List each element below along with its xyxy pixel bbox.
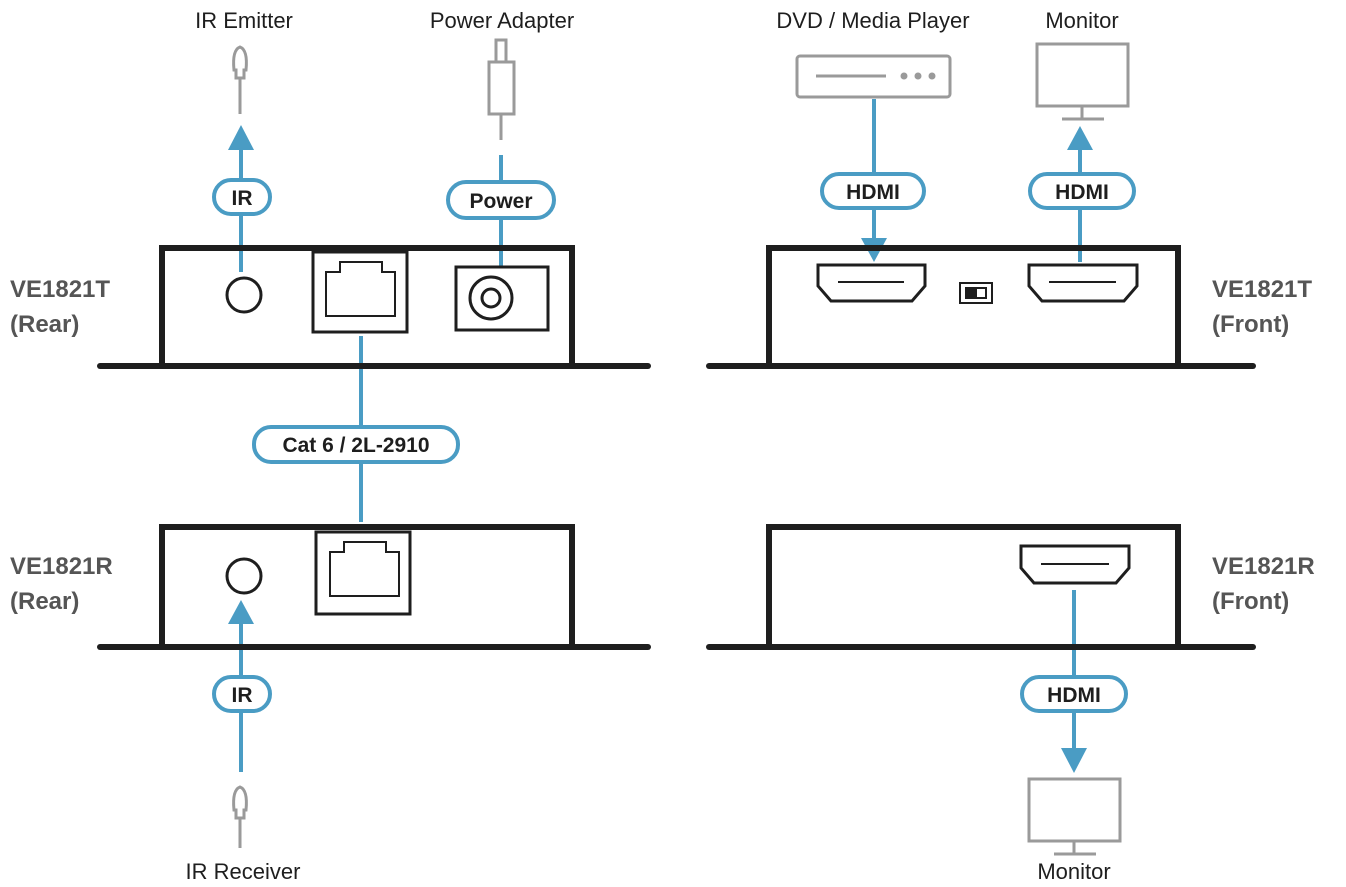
power-pill-text: Power — [469, 190, 532, 213]
ir-receiver-icon — [232, 785, 248, 848]
ve1821t-front-model: VE1821T — [1212, 276, 1312, 303]
hdmi-out-top-pill-text: HDMI — [1055, 181, 1109, 204]
monitor-top-label: Monitor — [1045, 8, 1118, 33]
monitor-bottom-label: Monitor — [1037, 859, 1110, 884]
ve1821t-front-side: (Front) — [1212, 311, 1289, 338]
ir-receiver-label: IR Receiver — [186, 859, 301, 884]
cat6-pill-text: Cat 6 / 2L-2910 — [282, 434, 429, 457]
monitor-bottom-icon — [1027, 777, 1122, 856]
ir-emitter-icon — [232, 45, 248, 114]
ve1821r-front-model: VE1821R — [1212, 553, 1315, 580]
dvd-player-label: DVD / Media Player — [776, 8, 969, 33]
ir-bottom-pill: IR — [212, 675, 272, 713]
hdmi-output-top-port-icon — [1027, 263, 1139, 303]
power-plug-icon — [487, 38, 516, 140]
mode-switch-icon — [959, 282, 993, 304]
power-adapter-label: Power Adapter — [430, 8, 574, 33]
ir-top-pill-text: IR — [232, 187, 253, 210]
ve1821r-rear-model: VE1821R — [10, 553, 113, 580]
ir-emitter-label: IR Emitter — [195, 8, 293, 33]
ve1821r-front-side: (Front) — [1212, 588, 1289, 615]
ve1821t-rear-side: (Rear) — [10, 311, 79, 338]
rj45-port-icon — [311, 250, 409, 334]
hdmi-in-pill: HDMI — [820, 172, 926, 210]
hdmi-out-bottom-pill-text: HDMI — [1047, 684, 1101, 707]
hdmi-out-bottom-cable — [1061, 590, 1087, 773]
monitor-top-icon — [1035, 42, 1130, 121]
dc-power-jack-icon — [454, 265, 550, 332]
hdmi-in-pill-text: HDMI — [846, 181, 900, 204]
hdmi-out-top-pill: HDMI — [1028, 172, 1136, 210]
hdmi-input-port-icon — [816, 263, 927, 303]
rj45-port-receiver-icon — [314, 530, 412, 616]
hdmi-out-bottom-pill: HDMI — [1020, 675, 1128, 713]
cat6-pill: Cat 6 / 2L-2910 — [252, 425, 460, 464]
ve1821t-rear-panel — [97, 245, 651, 369]
ve1821r-front-panel — [706, 524, 1256, 650]
ve1821r-rear-side: (Rear) — [10, 588, 79, 615]
ve1821t-front-panel — [706, 245, 1256, 369]
ir-top-pill: IR — [212, 178, 272, 216]
ir-jack-icon — [225, 276, 263, 314]
ve1821r-rear-panel — [97, 524, 651, 650]
hdmi-output-bottom-port-icon — [1019, 544, 1131, 585]
ir-bottom-pill-text: IR — [232, 684, 253, 707]
ve1821t-rear-model: VE1821T — [10, 276, 110, 303]
power-pill: Power — [446, 180, 556, 220]
dvd-player-icon — [795, 54, 952, 99]
ir-receiver-jack-icon — [225, 557, 263, 595]
